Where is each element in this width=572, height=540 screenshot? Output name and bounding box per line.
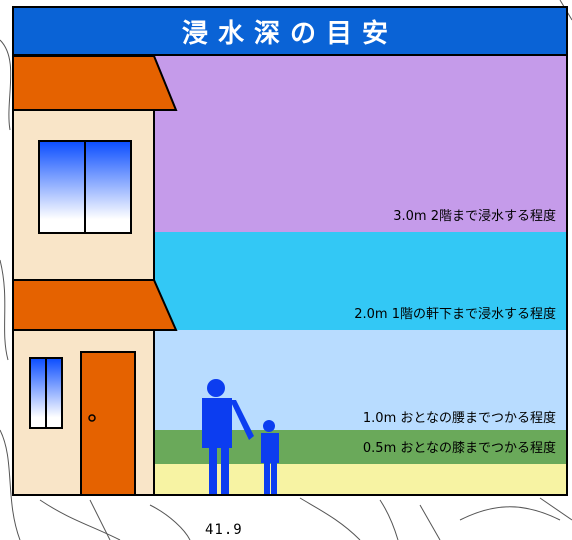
adult-figure bbox=[202, 379, 254, 494]
band-3m-label: 3.0m 2階まで浸水する程度 bbox=[393, 209, 556, 224]
child-figure bbox=[261, 420, 279, 494]
legend-panel: 浸水深の目安 3.0m 2階まで浸水する程度 2.0m 1階の軒下まで浸水する程… bbox=[12, 6, 568, 496]
legend-title: 浸水深の目安 bbox=[181, 18, 398, 49]
band-1m-label: 1.0m おとなの腰までつかる程度 bbox=[362, 411, 556, 426]
title-bar: 浸水深の目安 bbox=[14, 8, 566, 56]
band-05m-label: 0.5m おとなの膝までつかる程度 bbox=[362, 441, 556, 456]
door-knob bbox=[88, 414, 96, 422]
middle-roof bbox=[14, 279, 178, 331]
house-illustration bbox=[14, 55, 279, 494]
map-scale-label: 41.9 bbox=[205, 522, 243, 538]
top-roof bbox=[14, 55, 178, 111]
band-2m-label: 2.0m 1階の軒下まで浸水する程度 bbox=[354, 307, 556, 322]
door bbox=[80, 351, 136, 494]
